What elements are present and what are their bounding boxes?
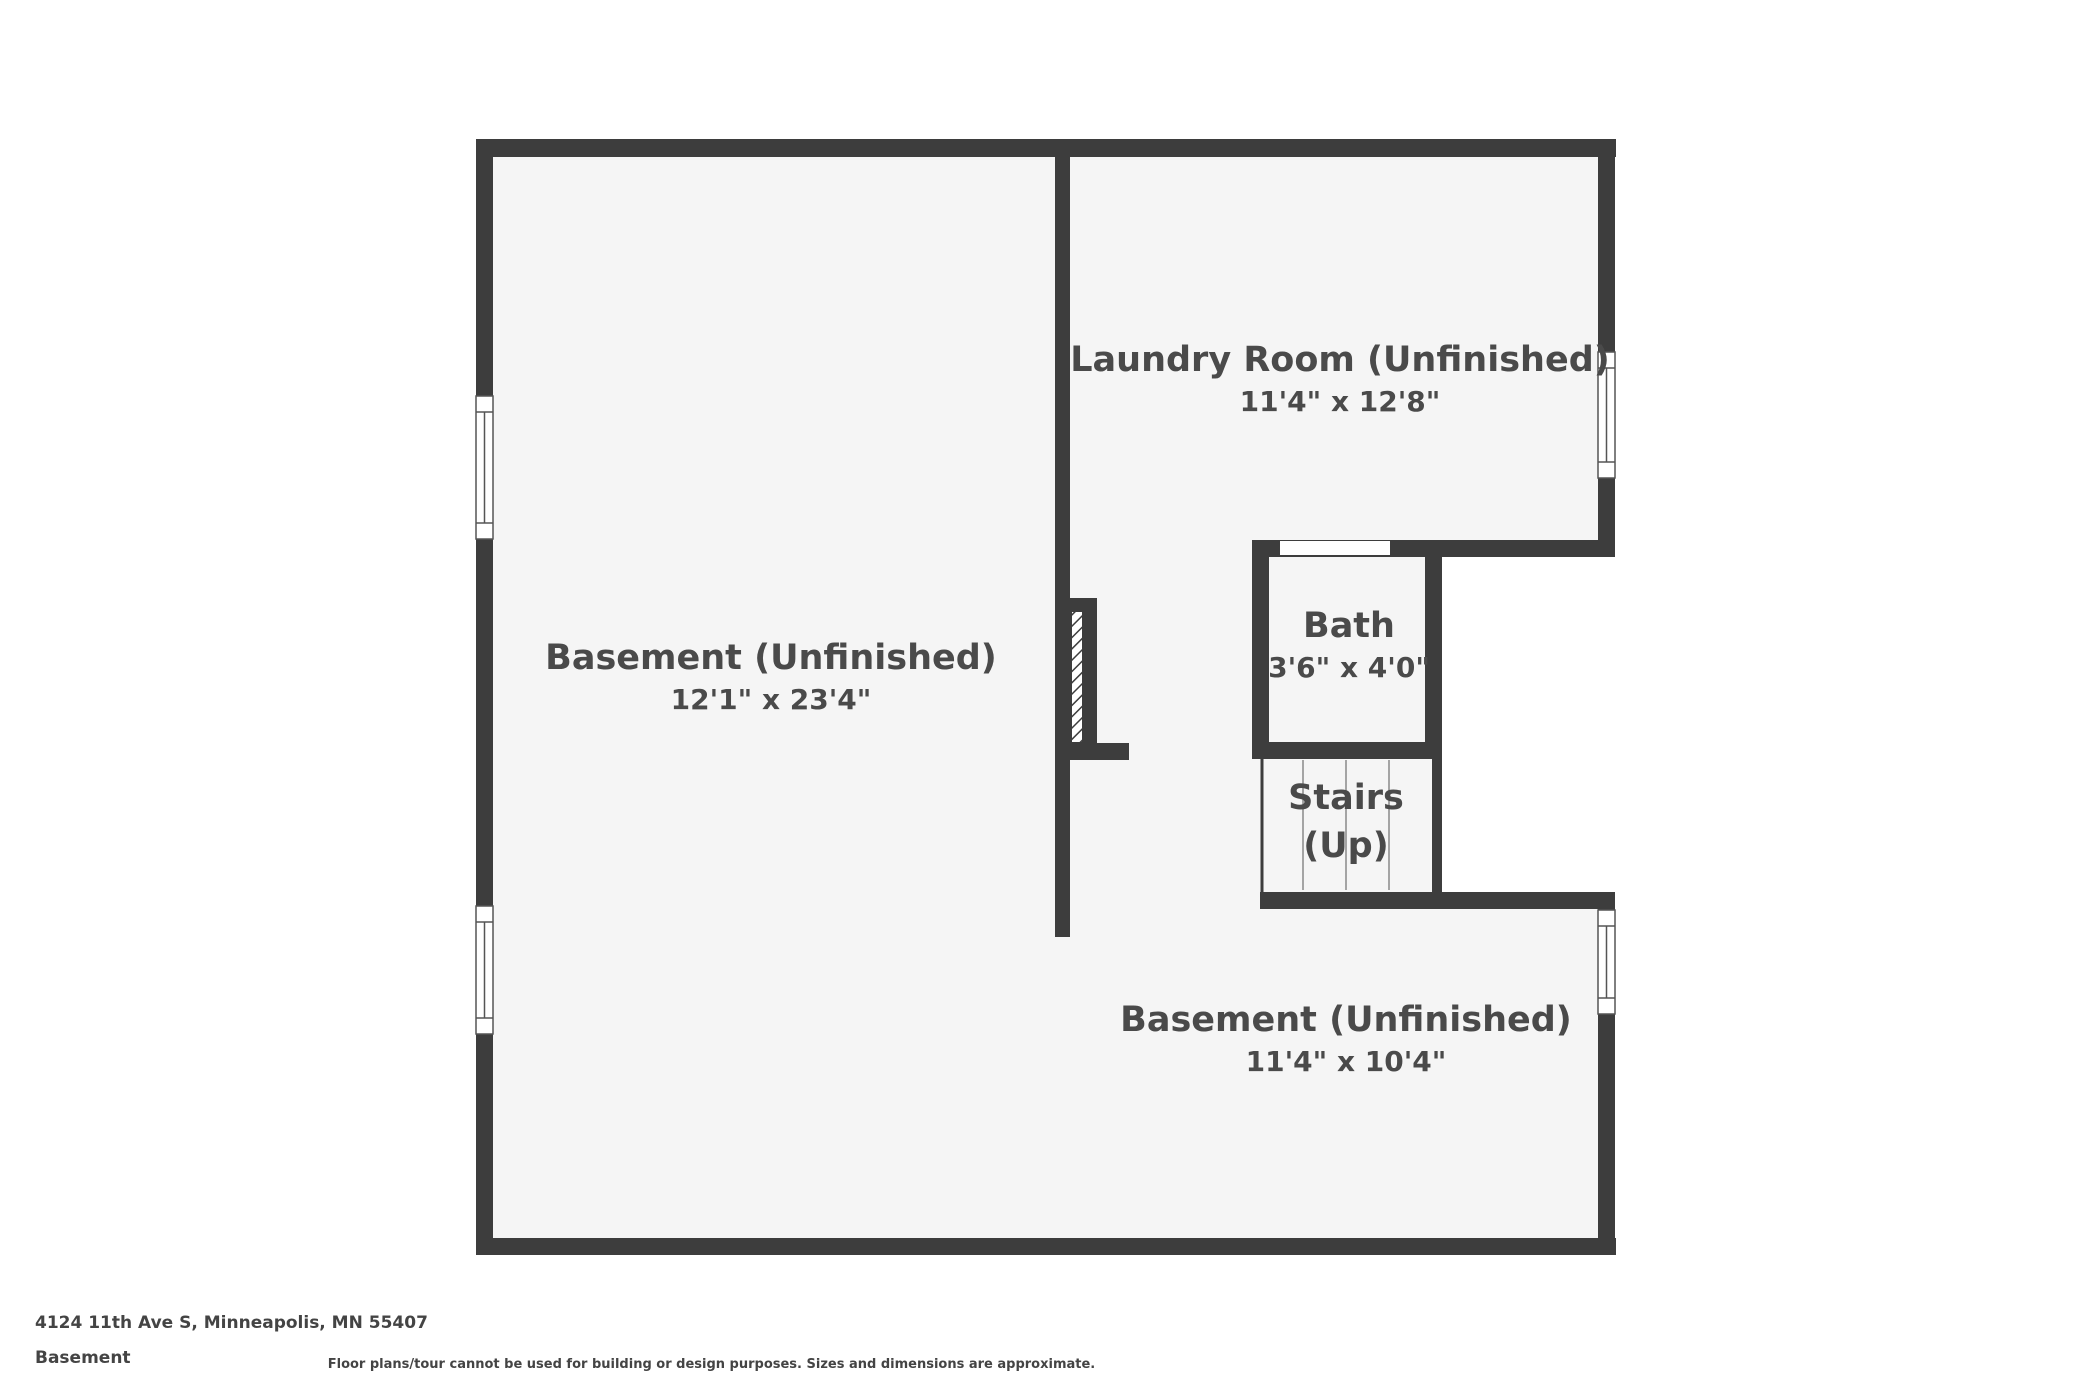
disclaimer: Floor plans/tour cannot be used for buil… bbox=[327, 1357, 1096, 1372]
room-basement-left: Basement (Unfinished) 12'1" x 23'4" bbox=[545, 638, 997, 716]
chimney-hatch bbox=[1072, 612, 1082, 742]
room-name-line2: (Up) bbox=[1303, 826, 1388, 866]
window-right-lower bbox=[1597, 909, 1616, 1015]
window-left-upper bbox=[475, 395, 494, 540]
room-dimensions: 11'4" x 12'8" bbox=[1240, 385, 1441, 418]
room-name: Basement (Unfinished) bbox=[545, 638, 997, 678]
room-stairs: Stairs (Up) bbox=[1288, 778, 1404, 866]
floor-area bbox=[485, 149, 1606, 1244]
property-address: 4124 11th Ave S, Minneapolis, MN 55407 bbox=[35, 1313, 428, 1333]
window-left-lower bbox=[475, 905, 494, 1035]
room-name: Stairs bbox=[1288, 778, 1404, 818]
room-dimensions: 11'4" x 10'4" bbox=[1246, 1045, 1447, 1078]
floor-label: Basement bbox=[35, 1348, 131, 1368]
bath-doorway bbox=[1280, 541, 1390, 555]
room-bath: Bath 3'6" x 4'0" bbox=[1268, 606, 1430, 684]
room-name: Bath bbox=[1303, 606, 1395, 646]
room-basement-right: Basement (Unfinished) 11'4" x 10'4" bbox=[1120, 1000, 1572, 1078]
stairs bbox=[1260, 759, 1432, 892]
room-name: Laundry Room (Unfinished) bbox=[1070, 340, 1610, 380]
room-laundry: Laundry Room (Unfinished) 11'4" x 12'8" bbox=[1070, 340, 1610, 418]
room-name: Basement (Unfinished) bbox=[1120, 1000, 1572, 1040]
window-right-upper bbox=[1597, 351, 1616, 479]
room-dimensions: 12'1" x 23'4" bbox=[671, 683, 872, 716]
room-dimensions: 3'6" x 4'0" bbox=[1268, 651, 1430, 684]
